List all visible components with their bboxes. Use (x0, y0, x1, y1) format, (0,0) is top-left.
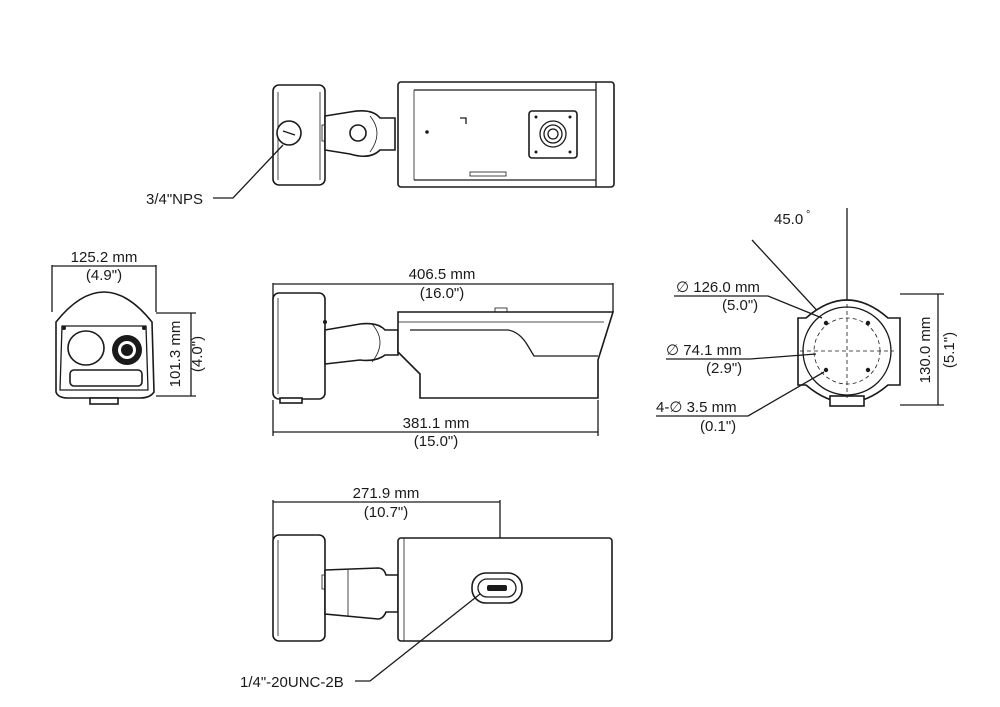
front-view: 125.2 mm (4.9") 101.3 mm (4.0") (51, 249, 206, 405)
inner-dia-mm: ∅ 74.1 mm (666, 342, 742, 359)
hole-dia-in: (0.1") (700, 418, 736, 435)
front-width-mm: 125.2 mm (71, 249, 138, 266)
front-height-in: (4.0") (189, 336, 206, 372)
mount-hole-icon (865, 320, 871, 326)
body-length-in: (15.0") (414, 433, 459, 450)
total-length-mm: 406.5 mm (409, 266, 476, 283)
base-height-mm: 130.0 mm (917, 317, 934, 384)
mount-hole-icon (823, 320, 829, 326)
angle-unit: ° (806, 209, 810, 221)
side-view: 406.5 mm (16.0") 381.1 mm (15.0") (272, 266, 615, 450)
mount-hole-icon (865, 367, 871, 373)
conduit-label: 3/4"NPS (146, 191, 203, 208)
bottom-view: 271.9 mm (10.7") 1/4"-20UNC-2B (240, 485, 613, 691)
thermal-lens-icon (67, 330, 105, 366)
outer-dia-mm: ∅ 126.0 mm (676, 279, 760, 296)
base-height-in: (5.1") (941, 332, 958, 368)
base-view: 45.0 ° ∅ 126.0 mm (5.0") ∅ 74.1 mm (2.9"… (656, 208, 958, 435)
front-width-in: (4.9") (86, 267, 122, 284)
total-length-in: (16.0") (420, 285, 465, 302)
mount-hole-icon (823, 367, 829, 373)
mount-offset-mm: 271.9 mm (353, 485, 420, 502)
speaker-icon (528, 110, 578, 159)
top-view: 3/4"NPS (146, 81, 615, 208)
tripod-thread-label: 1/4"-20UNC-2B (240, 674, 344, 691)
body-length-mm: 381.1 mm (403, 415, 470, 432)
angle-label: 45.0 (774, 211, 803, 228)
outer-dia-in: (5.0") (722, 297, 758, 314)
hole-dia-mm: 4-∅ 3.5 mm (656, 399, 737, 416)
mount-offset-in: (10.7") (364, 504, 409, 521)
inner-dia-in: (2.9") (706, 360, 742, 377)
front-height-mm: 101.3 mm (167, 321, 184, 388)
